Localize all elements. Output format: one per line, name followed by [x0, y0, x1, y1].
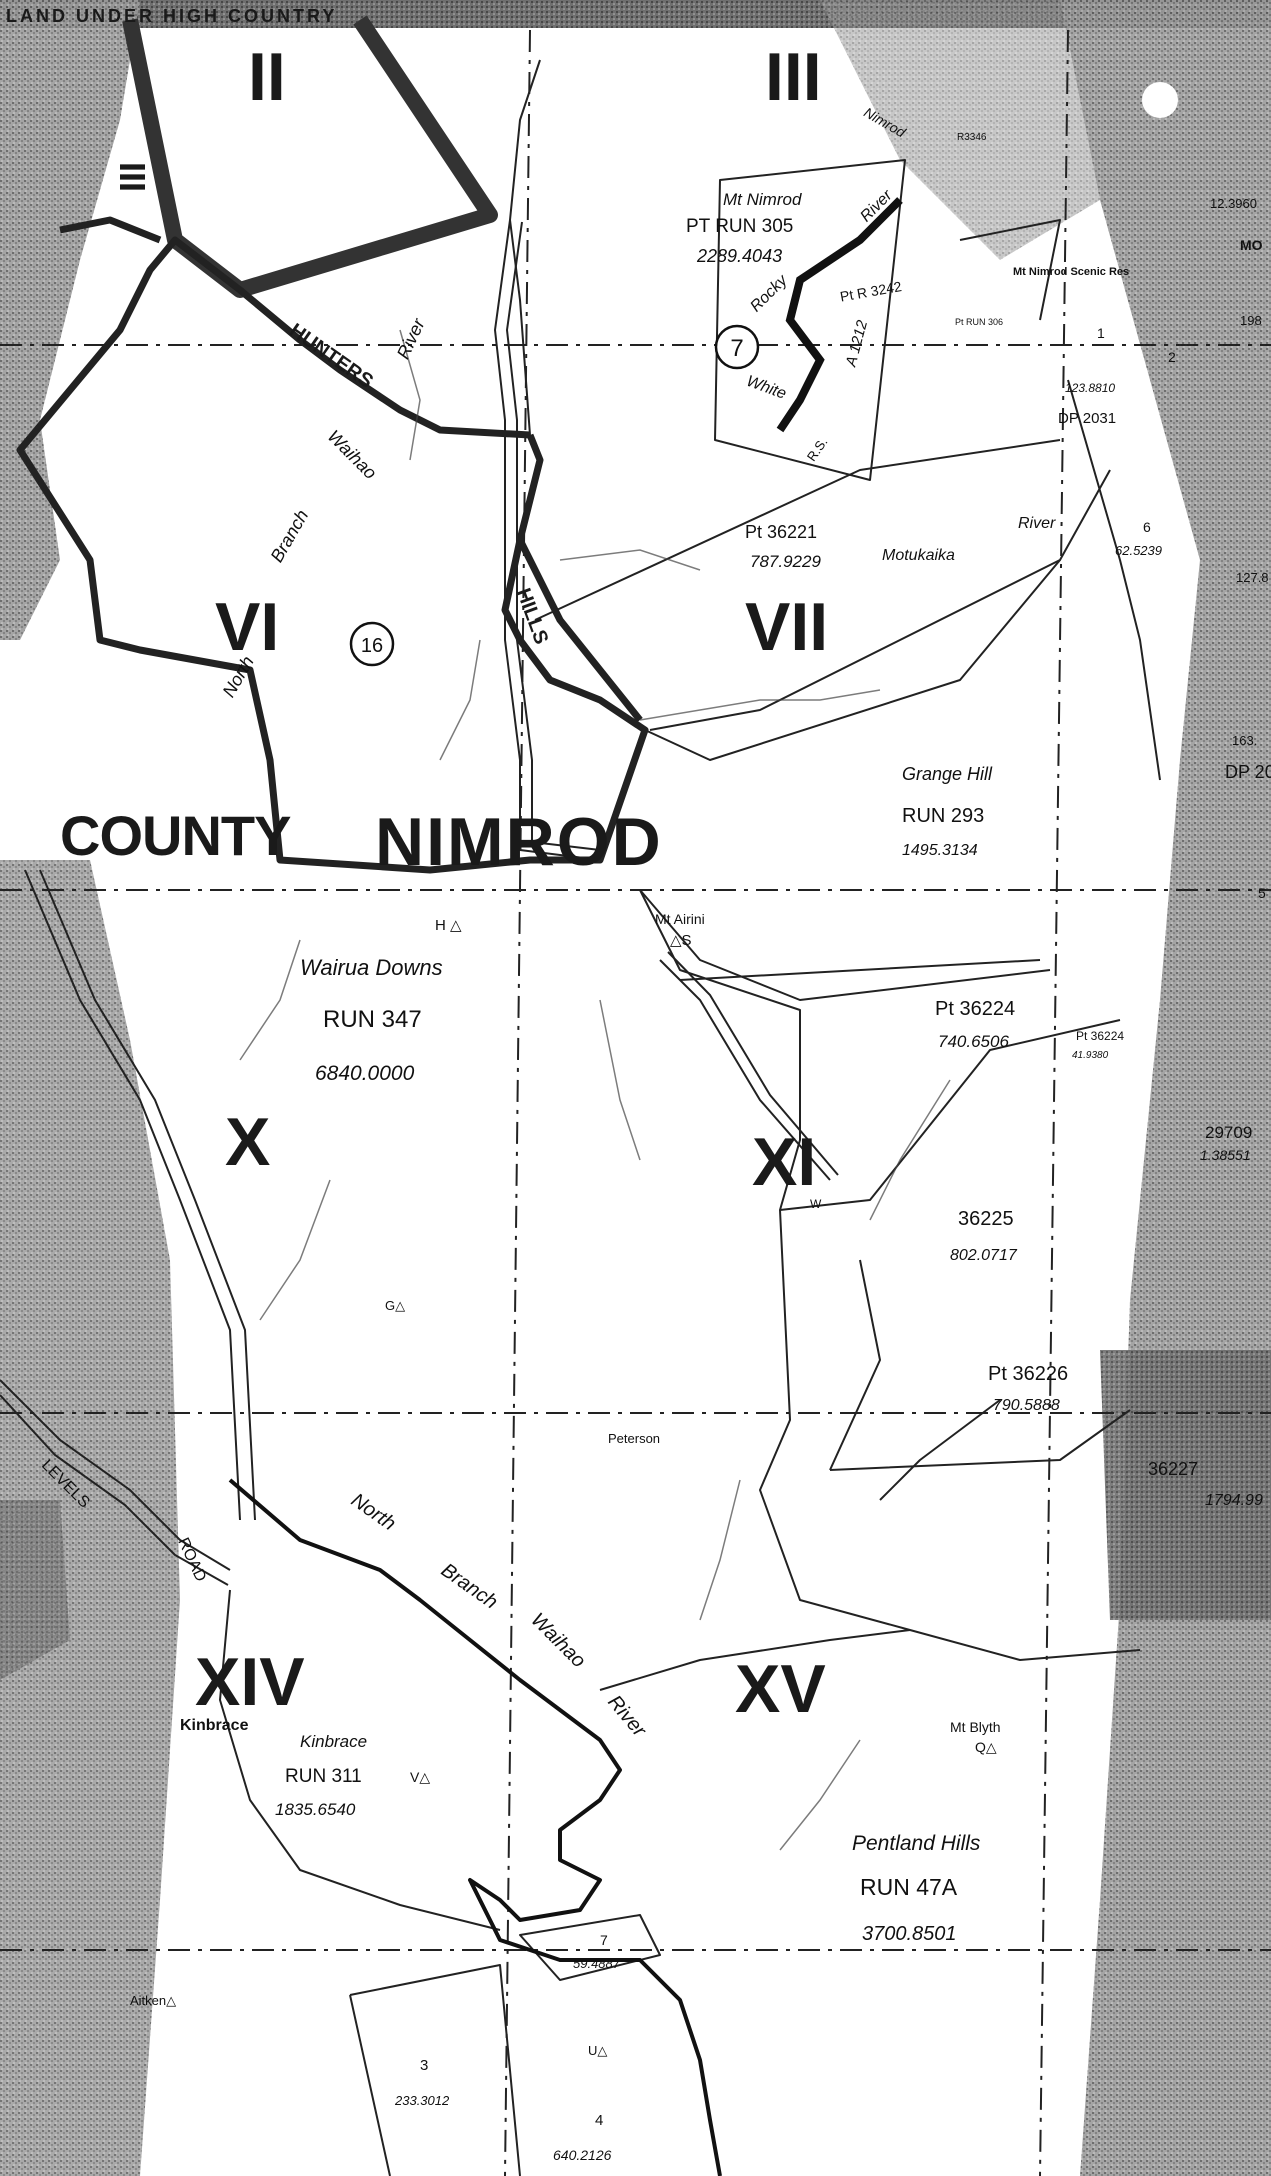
peterson: Peterson: [608, 1431, 660, 1446]
parcel-labels: Mt Nimrod PT RUN 305 2289.4043 Pt R 3242…: [130, 132, 1271, 2163]
county-boundary: [16, 216, 649, 874]
pt-36226: Pt 36226: [988, 1363, 1068, 1385]
pt-run-305: PT RUN 305: [686, 216, 793, 237]
block-numerals: II III VI VII X XI XIV XV III: [112, 39, 828, 1727]
circle-16-label: 16: [361, 635, 383, 657]
trig-s: △S: [670, 932, 692, 949]
county-label: COUNTY NIMROD: [60, 804, 663, 880]
parcel-36227-area: 1794.99: [1205, 1492, 1263, 1509]
block-vii: VII: [745, 589, 828, 665]
trig-q: Q△: [975, 1739, 997, 1755]
wairua-downs: Wairua Downs: [300, 955, 443, 980]
pt-36226-area: 790.5888: [993, 1397, 1060, 1414]
parcel-29709-area: 1.38551: [1200, 1147, 1251, 1163]
trig-w: W: [810, 1197, 822, 1211]
parcel-7b: 7: [600, 1932, 608, 1948]
area-12396: 12.3960: [1210, 196, 1257, 211]
run-293-area: 1495.3134: [902, 842, 978, 859]
mt-nimrod-scenic-res: Mt Nimrod Scenic Res: [1013, 266, 1129, 278]
grange-hill: Grange Hill: [902, 764, 993, 784]
pt-36224-area: 740.6506: [938, 1032, 1009, 1051]
parcel-5: 5: [1258, 885, 1266, 901]
north-branch-waihao-river: [228, 1478, 722, 2176]
road-lines: [0, 219, 839, 1586]
trig-h: H △: [435, 917, 462, 934]
mt-airini: Mt Airini: [655, 911, 705, 927]
trig-v: V△: [410, 1769, 430, 1785]
scan-highlight: [1142, 82, 1178, 118]
circle-7: [714, 324, 760, 370]
area-163: 163.: [1232, 733, 1257, 748]
run-311-area: 1835.6540: [275, 1800, 356, 1819]
block-iii-left: III: [112, 162, 153, 192]
parcel-4: 4: [595, 2112, 603, 2129]
parcel-36227: 36227: [1148, 1459, 1198, 1479]
block-xi: XI: [752, 1124, 816, 1200]
trig-aitken: Aitken△: [130, 1993, 176, 2008]
block-xiv: XIV: [195, 1644, 305, 1720]
parcel-1: 1: [1097, 325, 1105, 341]
pt-36224-small: Pt 36224: [1076, 1029, 1124, 1043]
mt-nimrod-name: Mt Nimrod: [723, 190, 802, 209]
pt-36224: Pt 36224: [935, 998, 1015, 1020]
area-127: 127.8: [1236, 570, 1269, 585]
kinbrace-run: Kinbrace: [300, 1732, 367, 1751]
streams: [239, 329, 951, 1851]
parcel-2: 2: [1168, 349, 1176, 365]
pt-36224-small-area: 41.9380: [1072, 1050, 1109, 1061]
pt-run-306: Pt RUN 306: [955, 317, 1003, 327]
motukaika-river-label: River: [1018, 515, 1056, 532]
rocky-river: [776, 197, 903, 433]
run-305-area: 2289.4043: [696, 246, 782, 266]
kinbrace-place: Kinbrace: [180, 1717, 249, 1734]
parcel-29709: 29709: [1205, 1123, 1252, 1142]
mt-blyth: Mt Blyth: [950, 1719, 1001, 1735]
parcel-6: 6: [1143, 519, 1151, 535]
trig-g: G△: [385, 1298, 405, 1313]
block-vi: VI: [215, 589, 279, 665]
r3346: R3346: [957, 132, 987, 143]
area-198: 198: [1240, 313, 1262, 328]
nimrod-word: NIMROD: [375, 804, 663, 880]
mo-label: MO: [1240, 237, 1263, 253]
parcel-7b-area: 59.4887: [573, 1956, 621, 1971]
parcel-4-area: 640.2126: [553, 2147, 612, 2163]
parcel-3: 3: [420, 2057, 428, 2074]
block-xv: XV: [735, 1651, 826, 1727]
pentland-hills: Pentland Hills: [852, 1832, 981, 1855]
run-47a-area: 3700.8501: [862, 1923, 957, 1945]
pt-36221: Pt 36221: [745, 522, 817, 542]
banner-title: LAND UNDER HIGH COUNTRY: [6, 6, 337, 26]
parcel-36225: 36225: [958, 1208, 1014, 1230]
dp-2025-a: DP 2025: [1225, 762, 1271, 782]
circle-16: [349, 621, 395, 667]
area-123810: 123.8810: [1065, 381, 1115, 395]
run-347-area: 6840.0000: [315, 1062, 415, 1085]
run-293: RUN 293: [902, 805, 984, 827]
trig-u: U△: [588, 2043, 607, 2058]
block-iii: III: [765, 39, 822, 115]
circled-parcels: 7 16: [349, 324, 760, 667]
parcel-6-area: 62.5239: [1115, 543, 1162, 558]
block-x: X: [225, 1104, 270, 1180]
run-47a: RUN 47A: [860, 1874, 958, 1900]
run-347: RUN 347: [323, 1006, 422, 1033]
circle-7-label: 7: [730, 335, 743, 362]
pt-36221-area: 787.9229: [750, 552, 821, 571]
county-word: COUNTY: [60, 804, 291, 867]
parcel-36225-area: 802.0717: [950, 1247, 1018, 1264]
block-ii: II: [248, 39, 286, 115]
motukaika-label: Motukaika: [882, 547, 955, 564]
dp-2031: DP 2031: [1058, 410, 1116, 427]
parcel-3-area: 233.3012: [394, 2093, 450, 2108]
run-311: RUN 311: [285, 1766, 362, 1787]
